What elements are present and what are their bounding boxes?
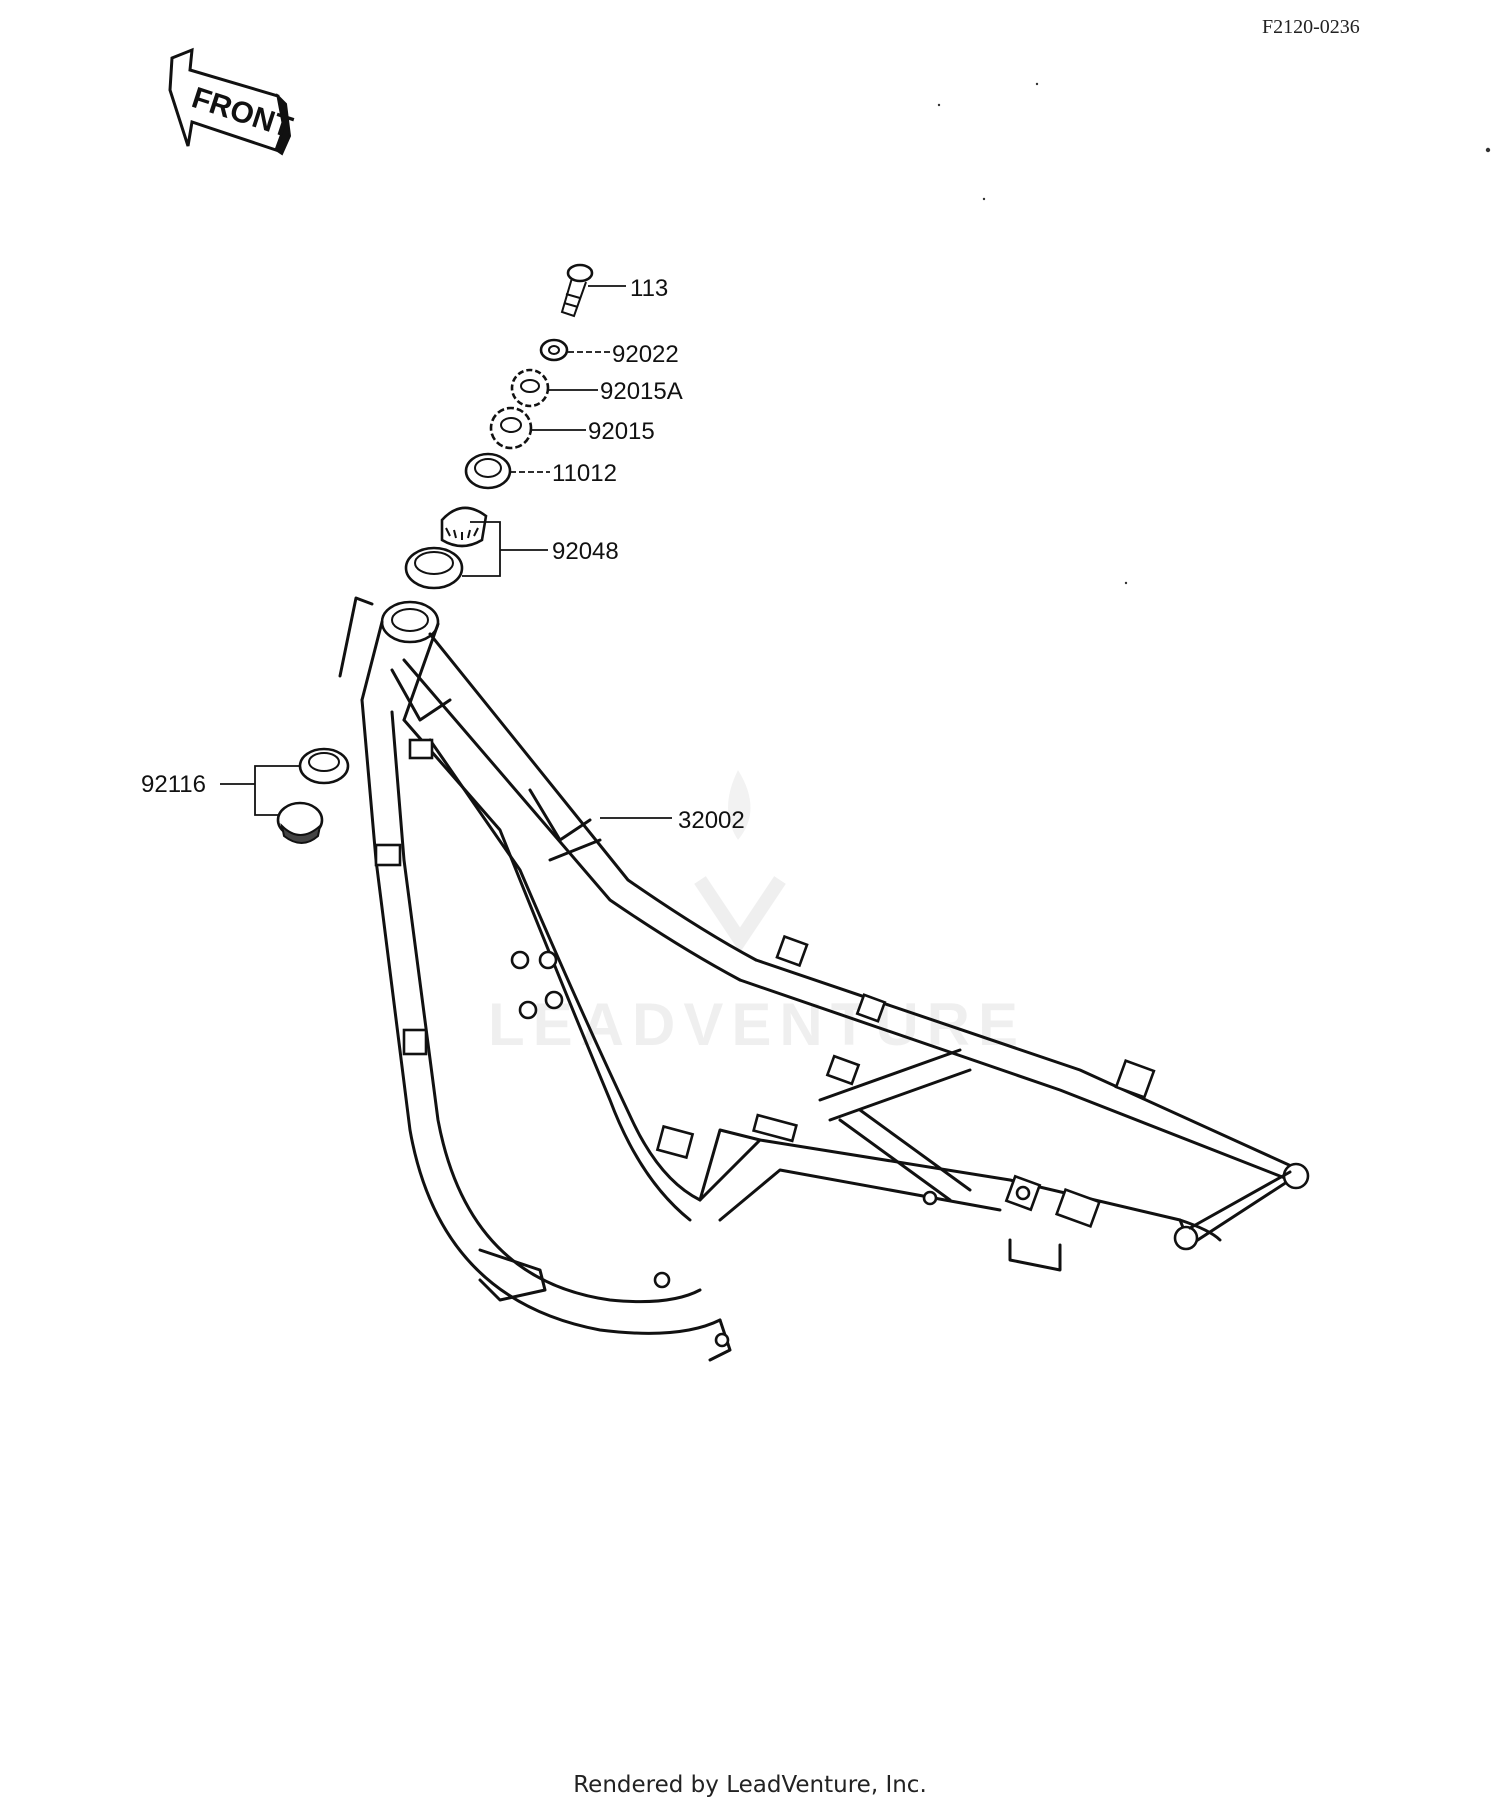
callout-113: 113 [630,275,668,302]
callout-92022: 92022 [612,341,679,368]
leader-lines [220,285,672,819]
callout-92048: 92048 [552,538,619,565]
footer-credit: Rendered by LeadVenture, Inc. [573,1772,927,1798]
part-92116-bearing-lower-icon[interactable] [276,801,324,844]
callout-92015a: 92015A [600,378,683,405]
callout-32002: 32002 [678,807,745,834]
part-92116-race-lower-icon[interactable] [298,747,350,785]
part-92048-bearing-upper-icon[interactable] [440,506,488,548]
scan-specks [937,82,1491,585]
part-92022-washer-icon[interactable] [539,338,569,362]
part-32002-frame-body[interactable] [338,596,1310,1362]
callout-92015: 92015 [588,418,655,445]
callout-11012: 11012 [552,460,617,487]
part-11012-cap-icon[interactable] [464,452,512,490]
drawing-code: F2120-0236 [1262,16,1360,38]
callout-92116: 92116 [141,771,206,798]
part-113-bolt-icon[interactable] [560,263,594,318]
part-92015a-nut-icon[interactable] [510,368,550,408]
part-92048-race-upper-icon[interactable] [404,546,464,590]
part-92015-nut-icon[interactable] [489,406,533,450]
watermark-logo: LEADVENTURE [488,770,1018,1058]
front-arrow: FRONT [168,47,296,156]
